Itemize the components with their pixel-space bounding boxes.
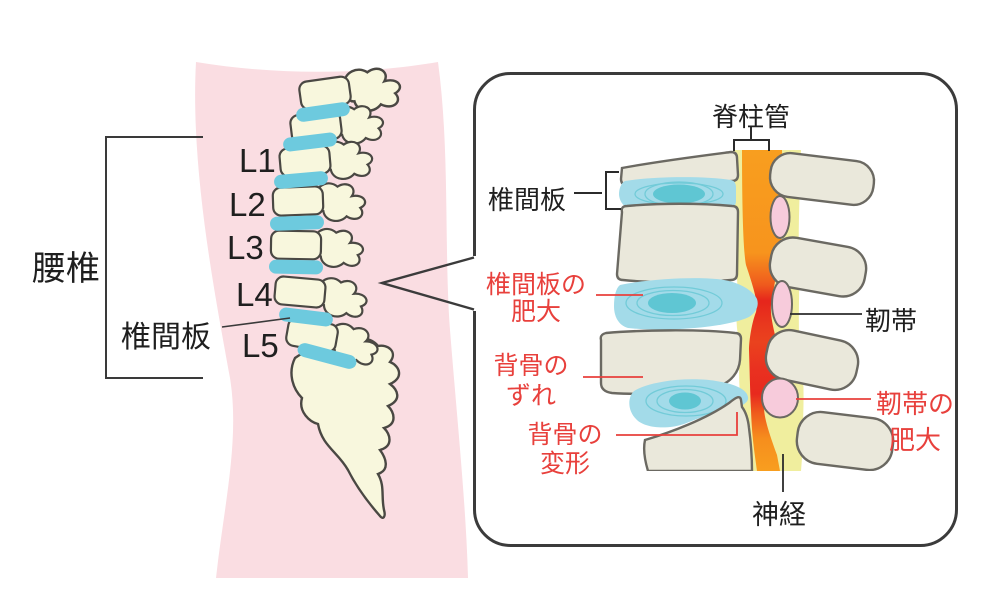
disc-leader-line-left: [221, 317, 291, 328]
spine-deformity-line2: 変形: [539, 450, 590, 478]
panel-anatomy: [599, 150, 895, 471]
lumbar-bracket: [105, 136, 203, 379]
sacrum: [290, 337, 401, 519]
ligament-nodule-2: [771, 280, 793, 328]
ligament-nodule-1: [769, 195, 791, 239]
label-ligament-hypertrophy: 靭帯の 肥大: [863, 386, 967, 458]
label-spine-deformity: 背骨の 変形: [513, 421, 617, 479]
label-vertebra-l3: L3: [227, 229, 264, 266]
spine-deformity-line1: 背骨の: [527, 421, 603, 449]
label-ligament: 靭帯: [865, 306, 918, 336]
panel-disc-normal: [619, 177, 736, 211]
spine-deformity-line: [616, 412, 738, 436]
callout-wedge: [377, 256, 475, 311]
ligament-hypertrophy-line2: 肥大: [888, 425, 941, 455]
spine-slip-line2: ずれ: [505, 382, 556, 410]
label-spinal-canal: 脊柱管: [712, 102, 791, 132]
disc-hypertrophy-line2: 肥大: [510, 298, 561, 326]
label-vertebra-l2: L2: [229, 186, 266, 223]
panel-disc-squeezed: [629, 379, 749, 428]
label-disc-left: 椎間板: [121, 321, 211, 354]
label-spine-slip: 背骨の ずれ: [479, 351, 583, 411]
ligament-nodule-enlarged: [761, 377, 799, 419]
disc-hypertrophy-line1: 椎間板の: [485, 271, 586, 299]
label-lumbar-region: 腰椎: [32, 250, 100, 288]
spine-slip-line1: 背骨の: [493, 352, 569, 380]
label-disc-right: 椎間板: [488, 185, 567, 215]
panel-vertebra-2: [615, 202, 740, 284]
label-nerve: 神経: [752, 500, 806, 530]
panel-disc-bulging: [614, 278, 758, 330]
ligament-hypertrophy-line1: 靭帯の: [875, 389, 954, 419]
label-vertebra-l4: L4: [236, 276, 273, 313]
left-spine-illustration: [268, 62, 404, 519]
label-vertebra-l1: L1: [239, 142, 276, 179]
label-vertebra-l5: L5: [242, 327, 279, 364]
disc-bracket-right: [574, 171, 621, 210]
posterior-bones: [764, 151, 895, 471]
label-disc-hypertrophy: 椎間板の 肥大: [484, 272, 588, 326]
ligament-nodules: [761, 195, 799, 419]
spinal-canal-pointer: [733, 126, 770, 151]
